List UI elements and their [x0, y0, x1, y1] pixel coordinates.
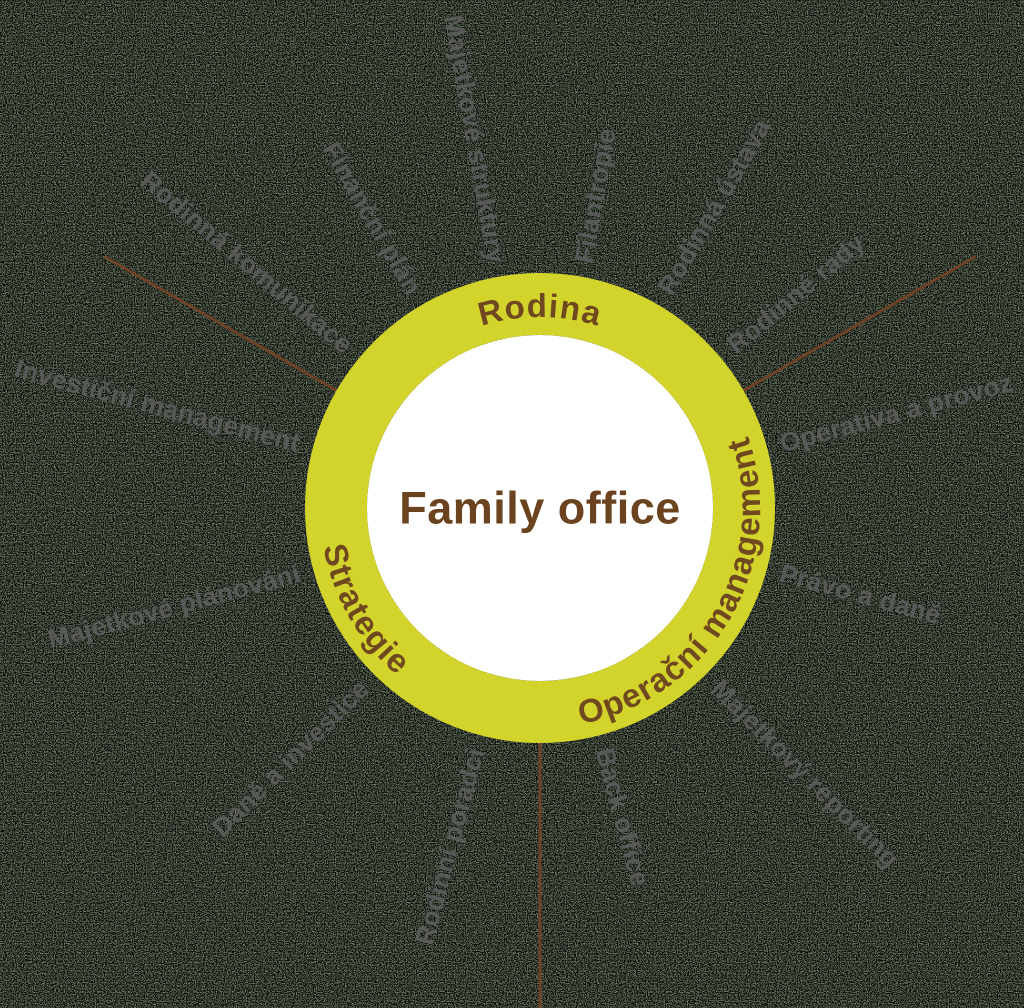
center-title: Family office [399, 482, 681, 533]
ring [305, 273, 775, 743]
center-circle [367, 335, 713, 681]
